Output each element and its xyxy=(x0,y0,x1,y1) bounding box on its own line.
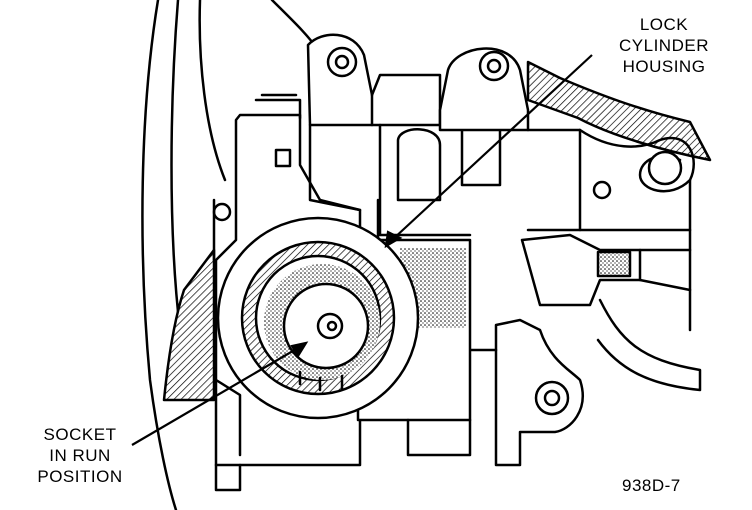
label-line: IN RUN xyxy=(49,446,111,465)
label-line: CYLINDER xyxy=(619,36,709,55)
label-line: HOUSING xyxy=(622,57,706,76)
bolt-left xyxy=(212,202,232,222)
label-line: SOCKET xyxy=(43,425,117,444)
shaded-band-right xyxy=(526,60,712,162)
wheel-rim-outer xyxy=(141,0,178,510)
leader-socket-in-run-position xyxy=(131,347,299,446)
wheel-rim-inner xyxy=(170,0,182,332)
label-line: POSITION xyxy=(37,467,123,486)
label-socket-in-run-position: SOCKET IN RUN POSITION xyxy=(20,424,140,487)
leader-lock-cylinder-housing xyxy=(391,54,593,241)
shaded-wedge-left xyxy=(162,248,216,402)
figure-code: 938D-7 xyxy=(622,476,681,495)
label-lock-cylinder-housing: LOCK CYLINDER HOUSING xyxy=(604,14,724,77)
label-line: LOCK xyxy=(639,15,689,34)
